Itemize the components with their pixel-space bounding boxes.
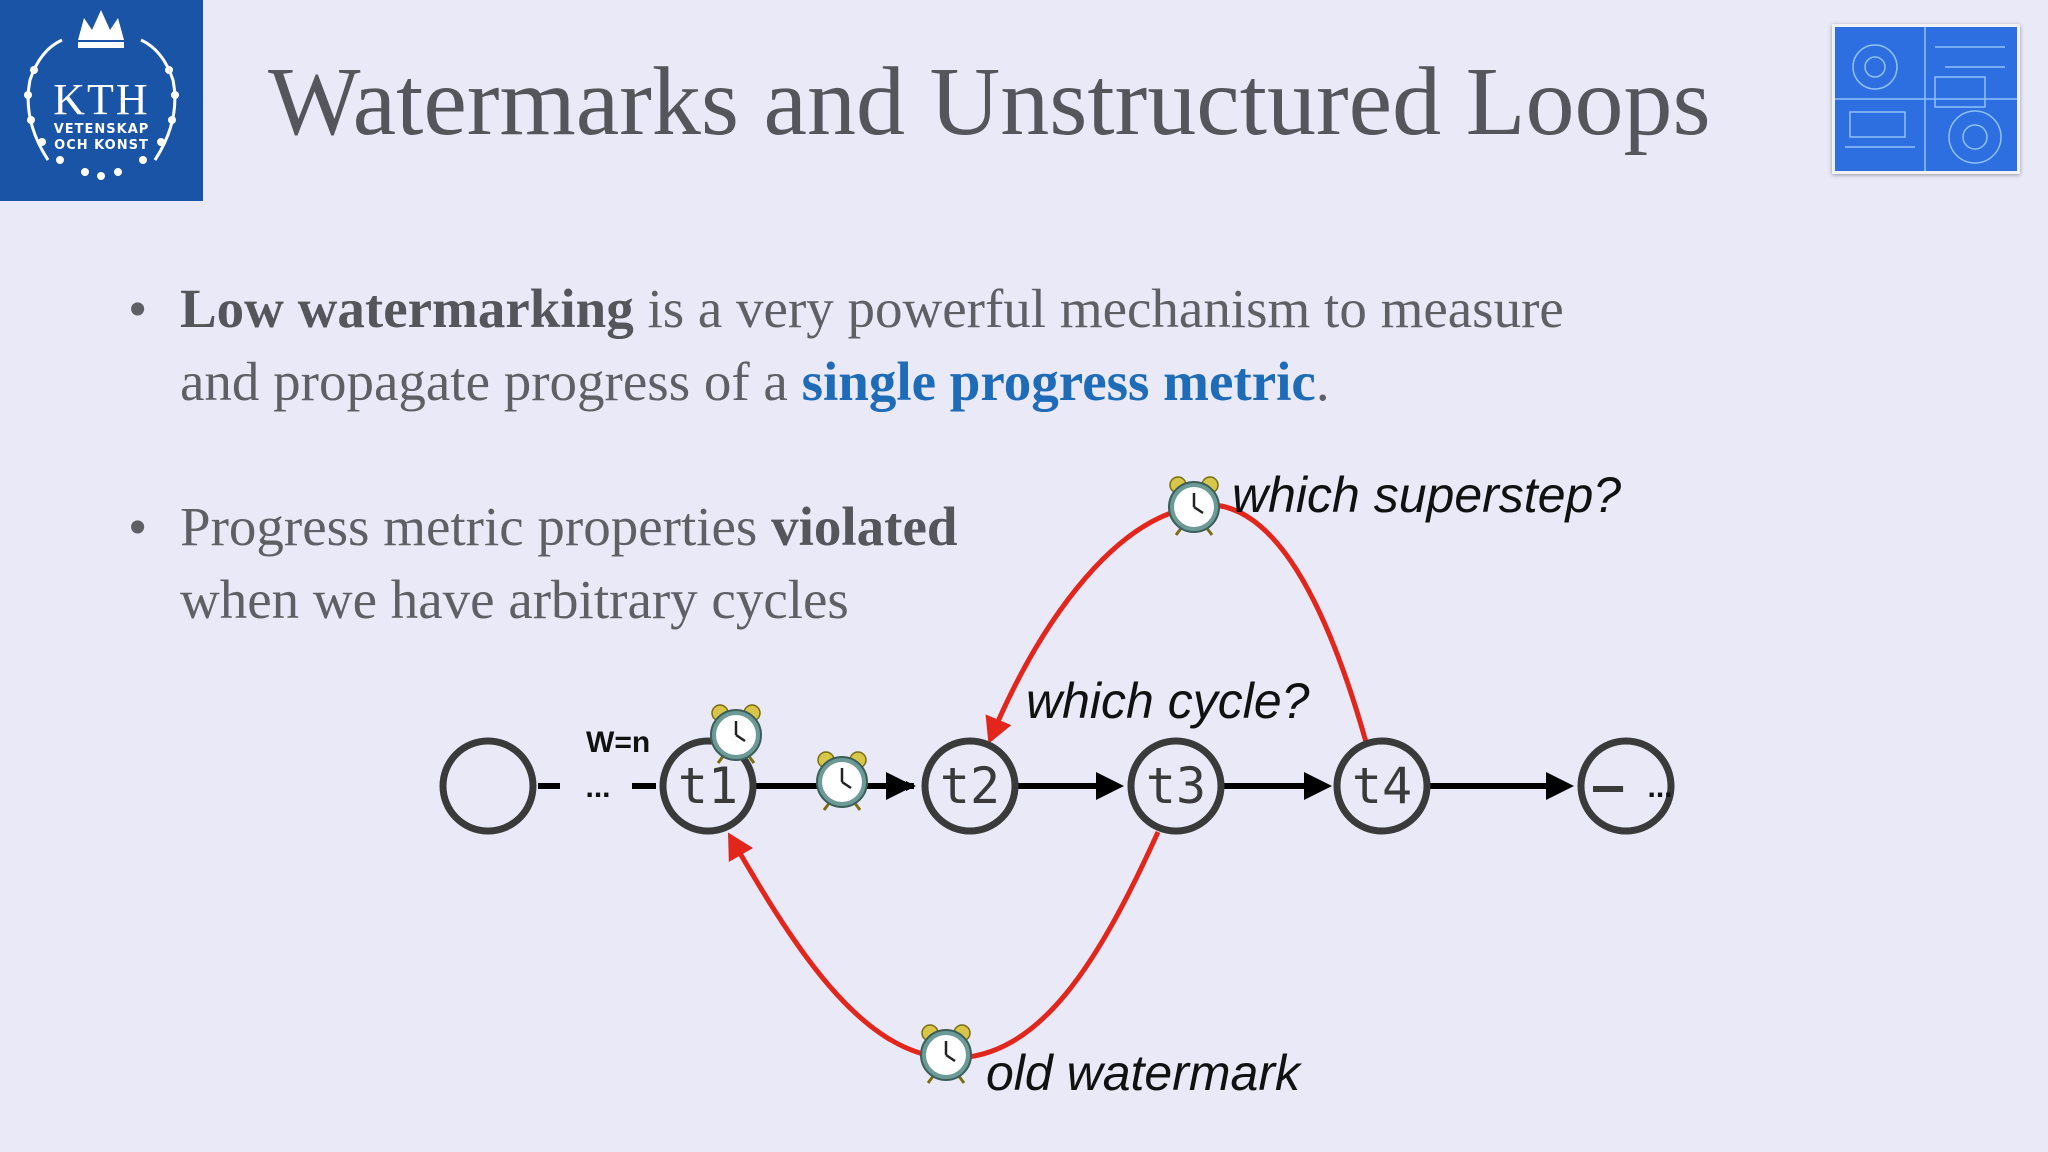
annotation-which-cycle: which cycle? (1026, 673, 1310, 729)
bullet-2-text1: Progress metric properties (180, 496, 772, 557)
logo-name: KTH (53, 75, 150, 124)
node-label-t1: t1 (678, 757, 738, 815)
bullet-2-bold: violated (771, 496, 958, 557)
ellipsis-left: ... (585, 771, 610, 804)
arrowhead (1546, 772, 1574, 800)
bullet-2-line-2: when we have arbitrary cycles (180, 563, 957, 636)
bullet-1-bold: Low watermarking (180, 278, 634, 339)
bullet-2-line-1: Progress metric properties violated (180, 490, 957, 563)
node-t1 (659, 737, 757, 835)
node-t2 (921, 737, 1019, 835)
bullet-2-text2: when we have arbitrary cycles (180, 569, 849, 630)
cycle-edge-t3-t1 (727, 830, 1161, 1061)
logo-line2: OCH KONST (54, 138, 149, 153)
bullet-1-highlight: single progress metric (801, 351, 1316, 412)
bullet-marker: • (128, 496, 148, 557)
annotation-which-superstep: which superstep? (1232, 467, 1622, 523)
blueprint-image (1832, 24, 2020, 174)
wreath-icon (24, 10, 179, 180)
alarm-clock-icon (815, 750, 869, 812)
annotation-old-watermark: old watermark (986, 1045, 1300, 1101)
slide-title: Watermarks and Unstructured Loops (268, 48, 1711, 156)
node-label-t2: t2 (940, 757, 1000, 815)
bullet-1: • Low watermarking is a very powerful me… (128, 272, 1564, 418)
node-sink (1577, 737, 1675, 835)
bullet-1-text1: is a very powerful mechanism to measure (633, 278, 1564, 339)
node-label-sink: – (1593, 757, 1624, 815)
bullet-1-line-2: and propagate progress of a single progr… (180, 345, 1564, 418)
node-source (439, 737, 537, 835)
bullet-1-text2: and propagate progress of a (180, 351, 802, 412)
logo-line1: VETENSKAP (53, 122, 150, 137)
node-t4 (1333, 737, 1431, 835)
bullet-2: • Progress metric properties violated wh… (128, 490, 957, 636)
arrowhead (1096, 772, 1124, 800)
ellipsis-right: ... (1647, 771, 1672, 804)
alarm-clock-icon (919, 1023, 973, 1085)
node-t3 (1127, 737, 1225, 835)
bullet-1-line-1: Low watermarking is a very powerful mech… (180, 272, 1564, 345)
bullet-marker: • (128, 278, 148, 339)
watermark-label: W=n (586, 726, 651, 759)
node-label-t3: t3 (1146, 757, 1206, 815)
arrowhead (1304, 772, 1332, 800)
arrowhead (886, 772, 914, 800)
alarm-clock-icon (1167, 475, 1221, 537)
bullet-1-end: . (1315, 351, 1330, 412)
alarm-clock-icon (709, 703, 763, 765)
blueprint-drawing (1835, 27, 2017, 171)
node-label-t4: t4 (1352, 757, 1412, 815)
kth-logo: KTH VETENSKAP OCH KONST (0, 0, 203, 201)
